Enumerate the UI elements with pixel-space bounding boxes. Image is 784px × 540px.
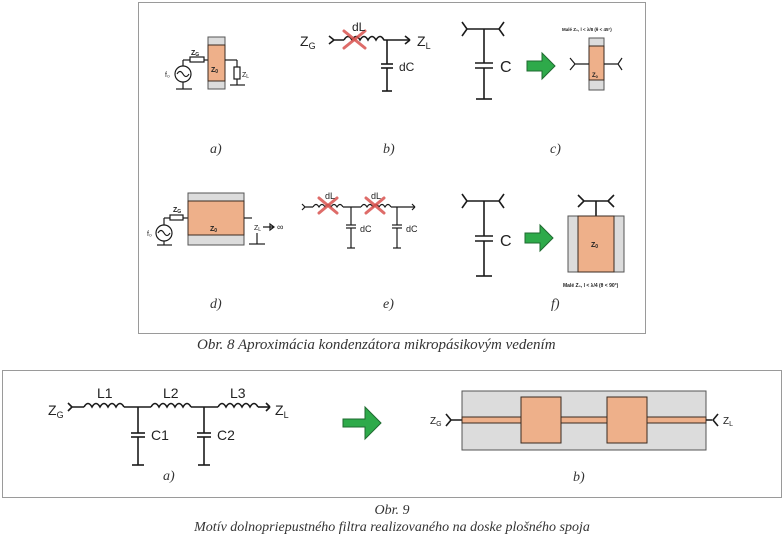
- svg-text:a): a): [163, 469, 175, 484]
- figure9-caption-text: Motív dolnopriepustného filtra realizova…: [194, 520, 590, 535]
- svg-text:dL: dL: [352, 20, 366, 34]
- svg-text:ZG: ZG: [48, 402, 64, 420]
- figure9-caption-title: Obr. 9: [374, 503, 410, 518]
- figure8-caption: Obr. 8 Aproximácia kondenzátora mikropás…: [197, 337, 556, 353]
- svg-text:b): b): [383, 142, 395, 157]
- svg-text:ZG: ZG: [300, 33, 316, 51]
- svg-text:ZL: ZL: [242, 72, 249, 80]
- panel-label: a): [210, 142, 222, 157]
- svg-text:∞: ∞: [277, 222, 283, 232]
- svg-text:ZG: ZG: [173, 207, 181, 215]
- svg-text:ZL: ZL: [275, 402, 289, 420]
- svg-text:C: C: [500, 233, 512, 250]
- svg-text:ZG: ZG: [191, 50, 199, 58]
- svg-text:dL: dL: [325, 191, 335, 201]
- fig9-panel-b: ZG ZL b): [430, 390, 733, 485]
- port-in-icon: [445, 413, 463, 427]
- svg-text:ZL: ZL: [723, 416, 733, 428]
- svg-text:Malé Z₀, l < λ/8 (θ < 45°): Malé Z₀, l < λ/8 (θ < 45°): [562, 27, 612, 32]
- svg-text:Z0: Z0: [592, 73, 599, 79]
- svg-text:ZL: ZL: [417, 33, 431, 51]
- capacitor-pad-2: [606, 396, 648, 444]
- resistor-zg: [169, 214, 184, 221]
- capacitor-pad-1: [520, 396, 562, 444]
- svg-text:Z0: Z0: [211, 67, 218, 75]
- microstrip-line: [577, 215, 615, 273]
- svg-text:C1: C1: [151, 427, 169, 443]
- svg-text:b): b): [573, 470, 585, 485]
- svg-text:L2: L2: [163, 385, 179, 401]
- port-pair-icon: [461, 21, 505, 37]
- microstrip-line: [187, 200, 245, 236]
- inductor-l3: [217, 402, 259, 409]
- resistor-zl: [233, 66, 241, 80]
- port-out-icon: [706, 413, 719, 427]
- fig8-panel-e: dL dL dC dC e): [301, 191, 418, 312]
- svg-text:L1: L1: [97, 385, 113, 401]
- port-out-icon: [404, 35, 411, 45]
- svg-text:ZL: ZL: [254, 225, 261, 233]
- svg-text:Malé Z₀, l < λ/4 (θ < 90°): Malé Z₀, l < λ/4 (θ < 90°): [563, 283, 619, 289]
- svg-text:C2: C2: [217, 427, 235, 443]
- fig9-panel-a: ZG L1 L2 L3 ZL C1 C2 a): [48, 385, 289, 484]
- fig8-panel-a: f₀ ZG Z0 ZL a): [165, 36, 249, 157]
- fig8-panel-c: C Malé Z₀, l < λ/8 (θ < 45°) Z0 c): [461, 21, 623, 157]
- source-label: f₀: [165, 72, 170, 79]
- svg-text:dC: dC: [406, 224, 418, 234]
- svg-text:L3: L3: [230, 385, 246, 401]
- arrow-right-icon: [524, 223, 554, 253]
- svg-text:dC: dC: [399, 60, 415, 74]
- fig8-panel-f: C Z0 Malé Z₀, l < λ/4 (θ < 90°) f): [461, 193, 625, 312]
- inductor-dl: [343, 35, 390, 42]
- arrow-to-infinity-icon: [263, 222, 275, 232]
- svg-text:dL: dL: [371, 191, 381, 201]
- microstrip-trace: [461, 416, 707, 424]
- svg-text:e): e): [383, 297, 394, 312]
- port-in-icon: [328, 35, 344, 45]
- svg-text:C: C: [500, 59, 512, 76]
- svg-text:ZG: ZG: [430, 416, 442, 428]
- svg-text:dC: dC: [360, 224, 372, 234]
- svg-text:d): d): [210, 297, 222, 312]
- arrow-right-icon: [526, 51, 556, 81]
- fig8-panel-d: f₀ ZG Z0 ZL ∞ d): [147, 192, 283, 312]
- svg-text:Z0: Z0: [210, 226, 217, 234]
- inductor-l2: [150, 402, 192, 409]
- microstrip-line: [207, 44, 226, 82]
- inductor-l1: [83, 402, 125, 409]
- svg-text:Z0: Z0: [591, 242, 598, 250]
- svg-text:f): f): [551, 297, 560, 312]
- arrow-right-icon: [342, 405, 382, 441]
- fig8-panel-b: ZG dL ZL dC b): [300, 20, 431, 157]
- svg-text:c): c): [550, 142, 561, 157]
- svg-text:f₀: f₀: [147, 231, 152, 238]
- microstrip-line: [588, 45, 605, 81]
